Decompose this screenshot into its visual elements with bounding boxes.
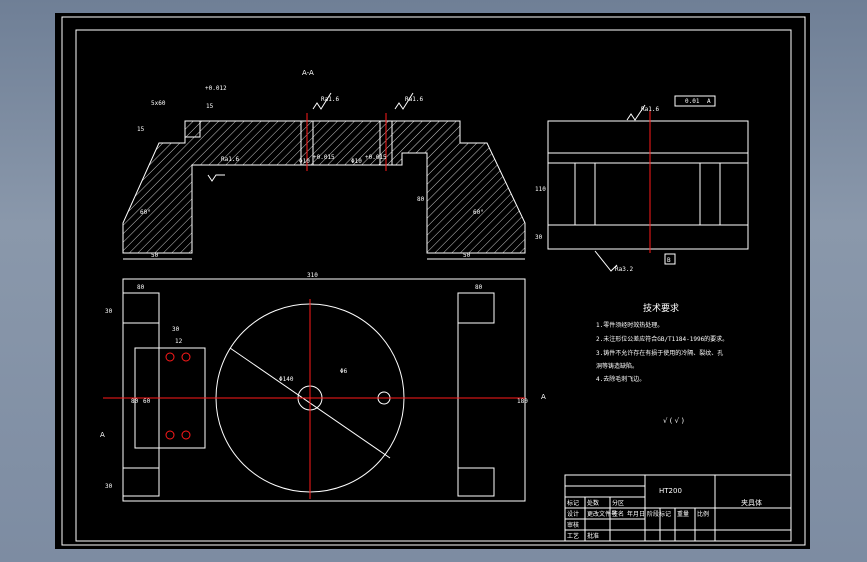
outer-frame	[61, 16, 806, 546]
roughness-2-label: Ra1.6	[405, 96, 423, 103]
dim-right-height-label: 80	[417, 196, 425, 203]
section-title: A-A	[302, 69, 314, 77]
dim-left-small-label: 15	[137, 126, 145, 133]
tech-requirements: 技术要求 1.零件须经时效热处理。 2.未注形位公差应符合GB/T1184-19…	[596, 302, 728, 425]
cad-drawing: A-A 50 50 80 60° 60° 5x60 15 15 +0.012 Φ…	[61, 16, 806, 546]
side-rib-right	[699, 162, 721, 226]
pin-small-label: 12	[175, 338, 183, 345]
tb-label-8: 工艺	[567, 532, 579, 540]
pin-4	[181, 430, 191, 440]
dim-top-small-label: 15	[206, 103, 214, 110]
tech-item-4: 洞等铸造缺陷。	[596, 362, 638, 370]
pin-spacing-v-label: 60	[143, 398, 151, 405]
side-datum-tol: 0.01	[685, 98, 700, 105]
side-view: 110 30 Ra1.6 0.01 A Ra3.2 B	[535, 95, 749, 273]
bottom-end-label: 30	[105, 483, 113, 490]
plan-corner-tr	[457, 292, 495, 324]
roughness-3-label: Ra1.6	[221, 156, 239, 163]
side-base-label: 30	[535, 234, 543, 241]
plan-outline	[122, 278, 526, 502]
pin-3	[165, 430, 175, 440]
roughness-note: √ ( √ )	[663, 417, 684, 425]
pin-2	[181, 352, 191, 362]
section-mark-left: A	[100, 431, 105, 439]
tb-label-9: 批准	[587, 532, 599, 540]
tb-label-5: 年月日	[627, 510, 645, 518]
drawing-viewport[interactable]: A-A 50 50 80 60° 60° 5x60 15 15 +0.012 Φ…	[55, 13, 810, 549]
diameter-label: Φ140	[279, 376, 294, 383]
overall-width-label: 310	[307, 272, 318, 279]
top-slot	[184, 120, 201, 138]
tb-label-3: 更改文件号	[587, 510, 617, 518]
plan-height-label: 180	[517, 398, 528, 405]
hole2-tol-label: +0.015	[365, 154, 387, 161]
dim-right-base-label: 50	[463, 252, 471, 259]
tol-top-label: +0.012	[205, 85, 227, 92]
pin-spacing-h-label: 30	[172, 326, 180, 333]
left-end-label: 80	[137, 284, 145, 291]
plan-corner-bl	[122, 467, 160, 497]
side-datum-box	[674, 95, 716, 107]
hole1-label: Φ10	[299, 158, 310, 165]
tb-label-4: 签名	[612, 510, 624, 518]
pin-1	[165, 352, 175, 362]
section-view: A-A 50 50 80 60° 60° 5x60 15 15 +0.012 Φ…	[122, 69, 526, 260]
side-body-top	[547, 120, 749, 226]
tech-item-5: 4.去除毛刺飞边。	[596, 375, 645, 383]
tb-label-12: 比例	[697, 510, 709, 518]
side-rib-left	[574, 162, 596, 226]
tb-label-11: 重量	[677, 510, 689, 518]
angle-left-label: 60°	[140, 209, 151, 216]
side-leader-bottom	[594, 250, 618, 272]
side-body-base	[547, 224, 749, 250]
tb-label-0: 标记	[567, 499, 579, 507]
datum-b-letter: B	[667, 257, 671, 264]
tb-label-2: 分区	[612, 499, 624, 507]
inner-frame	[75, 29, 792, 542]
tb-label-1: 处数	[587, 499, 599, 507]
side-roughness-top-label: Ra1.6	[641, 106, 659, 113]
hole-label: Φ6	[340, 368, 348, 375]
angle-right-label: 60°	[473, 209, 484, 216]
tb-label-6: 设计	[567, 510, 579, 518]
hole2-label: Φ10	[351, 158, 362, 165]
datum-b-box	[664, 253, 676, 265]
title-block: HT200 夹具体 标记 处数 分区 设计 更改文件号 签名 年月日 审核 工艺…	[564, 474, 792, 542]
plan-corner-tl	[122, 292, 160, 324]
tb-label-7: 审核	[567, 521, 579, 529]
tb-label-10: 阶段标记	[647, 510, 671, 518]
title-part-name: 夹具体	[741, 498, 762, 507]
pin-outer-label: 80	[131, 398, 139, 405]
tech-heading: 技术要求	[643, 302, 679, 314]
title-material: HT200	[659, 487, 682, 495]
tech-item-1: 1.零件须经时效热处理。	[596, 321, 663, 329]
hole1-tol-label: +0.015	[313, 154, 335, 161]
right-end-label: 80	[475, 284, 483, 291]
side-step	[547, 152, 749, 164]
top-left-tag: 5x60	[151, 100, 166, 107]
side-height-label: 110	[535, 186, 546, 193]
side-datum-ref: A	[707, 98, 711, 105]
tech-item-3: 3.铸件不允许存在有损于使用的冷隔、裂纹、孔	[596, 349, 723, 357]
section-body	[122, 120, 526, 254]
top-end-label: 30	[105, 308, 113, 315]
roughness-symbol-3	[207, 174, 225, 182]
section-mark-right: A	[541, 393, 546, 401]
dim-left-base-label: 50	[151, 252, 159, 259]
tech-item-2: 2.未注形位公差应符合GB/T1184-1996的要求。	[596, 335, 728, 343]
plan-view: Φ140 Φ6 310 80 80 30 30 180 30 12 60 80 …	[100, 272, 546, 502]
side-roughness-top	[626, 104, 646, 121]
roughness-1-label: Ra1.6	[321, 96, 339, 103]
roughness-symbol-2	[394, 92, 414, 110]
plan-corner-br	[457, 467, 495, 497]
roughness-symbol-1	[312, 92, 332, 110]
side-roughness-bottom-label: Ra3.2	[615, 266, 633, 273]
